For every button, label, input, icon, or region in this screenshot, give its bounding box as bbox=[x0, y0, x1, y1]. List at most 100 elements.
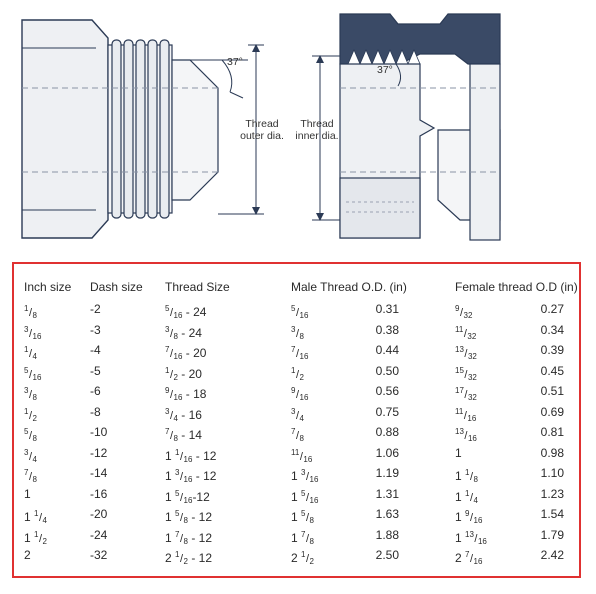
cell-inch-size: 3/16 bbox=[24, 324, 42, 341]
cell-male-fraction: 11/16 bbox=[291, 447, 313, 464]
cell-female-fraction: 1 bbox=[455, 445, 462, 460]
cell-male-decimal: 0.38 bbox=[375, 322, 399, 337]
cell-inch-size: 1/4 bbox=[24, 345, 37, 361]
cell-thread-size: 1/2 - 20 bbox=[165, 365, 202, 382]
cell-thread-size: 1 7/8 - 12 bbox=[165, 529, 212, 546]
cell-female-decimal: 0.45 bbox=[540, 363, 564, 378]
cell-male-decimal: 0.31 bbox=[375, 302, 399, 316]
cell-male-fraction: 2 1/2 bbox=[291, 550, 314, 566]
cell-female-decimal: 0.34 bbox=[540, 322, 564, 337]
cell-female-fraction: 13/16 bbox=[455, 427, 477, 443]
cell-male-decimal: 0.44 bbox=[375, 343, 399, 357]
cell-thread-size: 1 3/16 - 12 bbox=[165, 468, 217, 484]
cell-female-decimal: 2.42 bbox=[540, 548, 564, 562]
cell-female-fraction: 15/32 bbox=[455, 365, 477, 382]
cell-female-fraction: 11/16 bbox=[455, 406, 477, 423]
cell-inch-size: 2 bbox=[24, 548, 31, 562]
cell-dash-size: -14 bbox=[90, 466, 108, 480]
cell-male-decimal: 0.56 bbox=[375, 384, 399, 398]
cell-thread-size: 3/8 - 24 bbox=[165, 324, 202, 341]
cell-female-fraction: 2 7/16 bbox=[455, 550, 483, 566]
cell-inch-size: 1/2 bbox=[24, 406, 37, 423]
cell-inch-size: 7/8 bbox=[24, 468, 37, 484]
header-dash-size: Dash size bbox=[90, 280, 143, 294]
cell-inch-size: 5/16 bbox=[24, 365, 42, 382]
cell-male-decimal: 2.50 bbox=[375, 548, 399, 562]
cell-male-fraction: 7/16 bbox=[291, 345, 309, 361]
cell-thread-size: 7/8 - 14 bbox=[165, 427, 202, 443]
cell-male-decimal: 0.88 bbox=[375, 425, 399, 439]
cell-male-decimal: 1.63 bbox=[375, 507, 399, 521]
cell-inch-size: 1 bbox=[24, 486, 31, 501]
female-label-line1: Thread bbox=[300, 118, 333, 130]
cell-dash-size: -5 bbox=[90, 363, 101, 378]
cell-dash-size: -6 bbox=[90, 384, 101, 398]
cell-female-decimal: 0.98 bbox=[540, 445, 564, 460]
cell-male-fraction: 7/8 bbox=[291, 427, 304, 443]
cell-inch-size: 3/8 bbox=[24, 386, 37, 402]
cell-female-decimal: 1.23 bbox=[540, 486, 564, 501]
cell-female-decimal: 0.39 bbox=[540, 343, 564, 357]
female-label-line2: inner dia. bbox=[295, 130, 338, 142]
cell-female-decimal: 0.81 bbox=[540, 425, 564, 439]
cell-male-fraction: 1/2 bbox=[291, 365, 304, 382]
header-thread-size: Thread Size bbox=[165, 280, 230, 294]
cell-male-fraction: 3/8 bbox=[291, 324, 304, 341]
male-angle-label: 37° bbox=[227, 56, 243, 68]
female-fitting: 37° Thread inner dia. bbox=[295, 13, 501, 241]
thread-size-table: Inch size Dash size Thread Size Male Thr… bbox=[12, 262, 581, 578]
cell-female-fraction: 17/32 bbox=[455, 386, 477, 402]
cell-inch-size: 1 1/4 bbox=[24, 509, 47, 525]
cell-female-decimal: 1.10 bbox=[540, 466, 564, 480]
cell-dash-size: -2 bbox=[90, 302, 101, 316]
cell-dash-size: -24 bbox=[90, 527, 108, 542]
cell-female-decimal: 0.69 bbox=[540, 404, 564, 419]
cell-thread-size: 9/16 - 18 bbox=[165, 386, 207, 402]
cell-female-decimal: 1.79 bbox=[540, 527, 564, 542]
cell-male-fraction: 5/16 bbox=[291, 304, 309, 320]
cell-male-decimal: 1.31 bbox=[375, 486, 399, 501]
cell-female-fraction: 11/32 bbox=[455, 324, 477, 341]
cell-male-fraction: 1 7/8 bbox=[291, 529, 314, 546]
male-label-line1: Thread bbox=[245, 118, 278, 130]
cell-male-decimal: 0.75 bbox=[375, 404, 399, 419]
cell-thread-size: 1 5/16-12 bbox=[165, 488, 210, 505]
cell-male-fraction: 9/16 bbox=[291, 386, 309, 402]
cell-female-decimal: 0.51 bbox=[540, 384, 564, 398]
cell-thread-size: 7/16 - 20 bbox=[165, 345, 207, 361]
cell-female-fraction: 1 9/16 bbox=[455, 509, 483, 525]
cell-male-fraction: 1 5/16 bbox=[291, 488, 319, 505]
cell-thread-size: 1 5/8 - 12 bbox=[165, 509, 212, 525]
cell-inch-size: 1/8 bbox=[24, 304, 37, 320]
cell-male-decimal: 1.06 bbox=[375, 445, 399, 460]
cell-female-decimal: 0.27 bbox=[540, 302, 564, 316]
cell-female-fraction: 9/32 bbox=[455, 304, 473, 320]
cell-thread-size: 5/16 - 24 bbox=[165, 304, 207, 320]
cell-dash-size: -10 bbox=[90, 425, 108, 439]
cell-thread-size: 1 1/16 - 12 bbox=[165, 447, 217, 464]
cell-male-decimal: 1.19 bbox=[375, 466, 399, 480]
cell-female-fraction: 1 1/8 bbox=[455, 468, 478, 484]
cell-female-fraction: 1 13/16 bbox=[455, 529, 487, 546]
header-male-od: Male Thread O.D. (in) bbox=[291, 280, 407, 294]
cell-thread-size: 3/4 - 16 bbox=[165, 406, 202, 423]
fitting-diagram: 37° Thread outer dia. bbox=[21, 13, 501, 241]
cell-dash-size: -8 bbox=[90, 404, 101, 419]
cell-male-fraction: 1 5/8 bbox=[291, 509, 314, 525]
header-inch-size: Inch size bbox=[24, 280, 72, 294]
cell-female-fraction: 13/32 bbox=[455, 345, 477, 361]
cell-dash-size: -12 bbox=[90, 445, 108, 460]
cell-female-decimal: 1.54 bbox=[540, 507, 564, 521]
cell-male-fraction: 1 3/16 bbox=[291, 468, 319, 484]
cell-male-decimal: 1.88 bbox=[375, 527, 399, 542]
cell-dash-size: -16 bbox=[90, 486, 108, 501]
cell-dash-size: -32 bbox=[90, 548, 108, 562]
cell-dash-size: -3 bbox=[90, 322, 101, 337]
cell-inch-size: 1 1/2 bbox=[24, 529, 47, 546]
cell-dash-size: -4 bbox=[90, 343, 101, 357]
cell-inch-size: 5/8 bbox=[24, 427, 37, 443]
cell-dash-size: -20 bbox=[90, 507, 108, 521]
female-angle-label: 37° bbox=[377, 64, 393, 76]
cell-male-fraction: 3/4 bbox=[291, 406, 304, 423]
cell-female-fraction: 1 1/4 bbox=[455, 488, 478, 505]
